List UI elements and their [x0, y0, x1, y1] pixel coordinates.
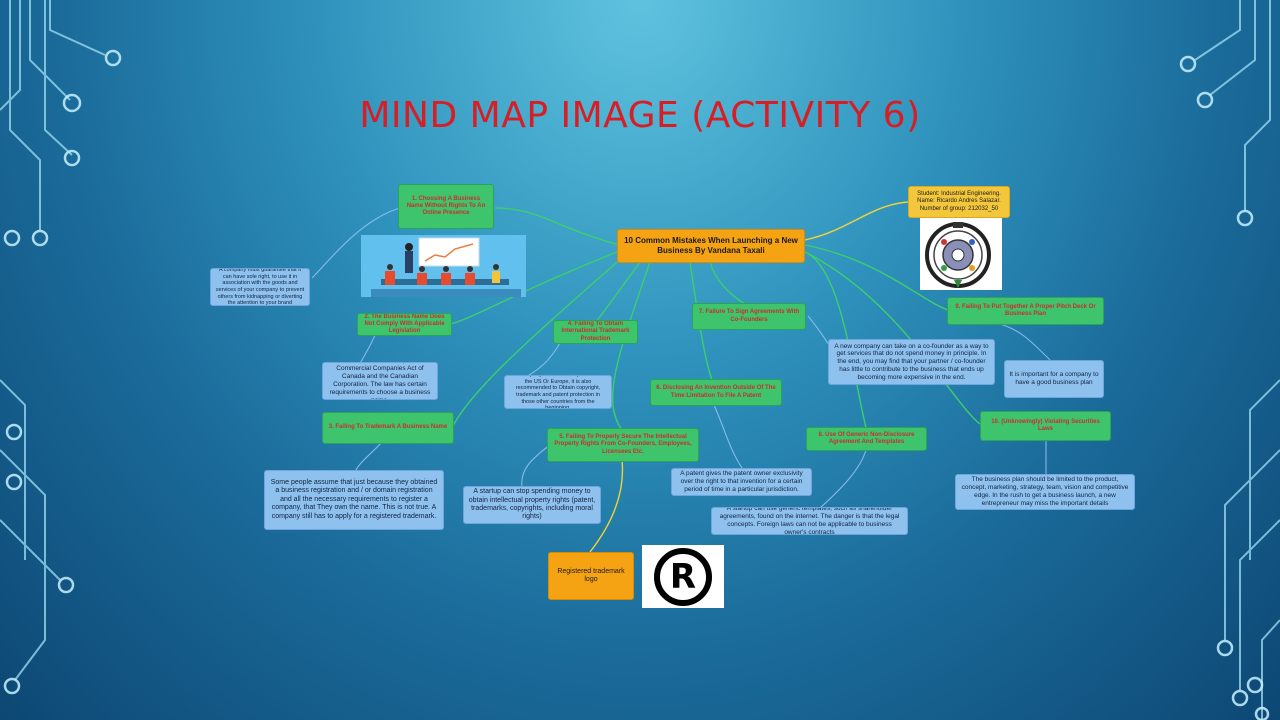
note-6: A patent gives the patent owner exclusiv… — [671, 468, 812, 496]
topic-7: 7. Failure To Sign Agreements With Co-Fo… — [692, 303, 806, 330]
topic-8: 8. Use Of Generic Non-Disclosure Agreeme… — [806, 427, 927, 451]
topic-5: 5. Failing To Properly Secure The Intell… — [547, 428, 699, 462]
topic-3: 3. Failing To Trademark A Business Name — [322, 412, 454, 444]
note-9: It is important for a company to have a … — [1004, 360, 1104, 398]
note-10: The business plan should be limited to t… — [955, 474, 1135, 510]
note-1: A company must guarantee that it can hav… — [210, 268, 310, 306]
topic-4: 4. Failing To Obtain International Trade… — [553, 320, 638, 344]
slide-title: MIND MAP IMAGE (ACTIVITY 6) — [359, 95, 921, 136]
note-7: A new company can take on a co-founder a… — [828, 339, 995, 385]
note-2: The Trademark Law, the Commercial Compan… — [322, 362, 438, 400]
topic-9: 9. Failing To Put Together A Proper Pitc… — [947, 297, 1104, 325]
note-4: If a company conducts its operations in … — [504, 375, 612, 409]
business-meeting-illustration-icon — [361, 235, 526, 297]
industrial-engineering-seal-icon — [920, 218, 1002, 290]
registered-trademark-label: Registered trademark logo — [548, 552, 634, 600]
registered-trademark-icon: R — [642, 545, 724, 608]
trademark-symbol: R — [669, 556, 697, 597]
note-8: A startup can use generic templates, suc… — [711, 507, 908, 535]
central-topic: 10 Common Mistakes When Launching a New … — [617, 229, 805, 263]
topic-10: 10. (Unknowingly) Violating Securities L… — [980, 411, 1111, 441]
note-3: Some people assume that just because the… — [264, 470, 444, 530]
topic-6: 6. Disclosing An Invention Outside Of Th… — [650, 379, 782, 406]
topic-1: 1. Choosing A Business Name Without Righ… — [398, 184, 494, 229]
topic-2: 2. The Business Name Does Not Comply Wit… — [357, 313, 452, 336]
student-info: Student: Industrial Engineering. Name: R… — [908, 186, 1010, 218]
note-5: A startup can stop spending money to obt… — [463, 486, 601, 524]
